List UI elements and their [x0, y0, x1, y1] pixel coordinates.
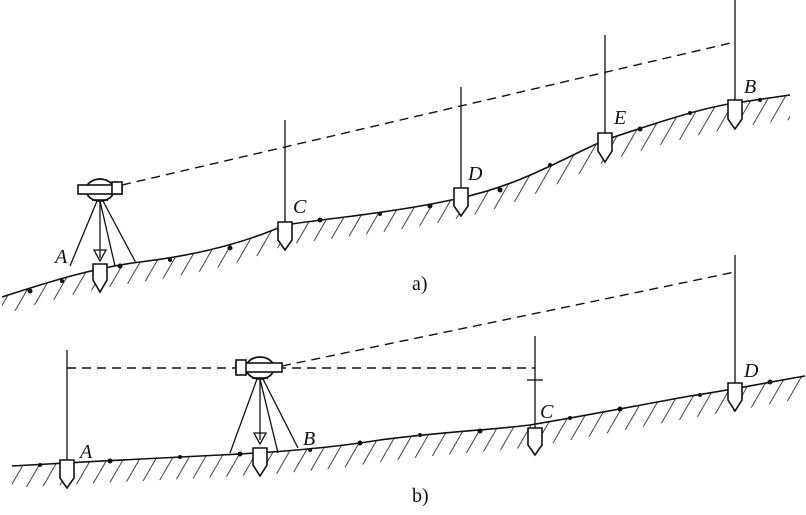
peg-a-b: [59, 459, 75, 490]
caption-a: a): [412, 273, 428, 295]
label-a-E: E: [613, 107, 626, 129]
label-b-B: B: [303, 428, 315, 450]
level-instrument-a: [69, 178, 137, 294]
label-a-A: A: [53, 246, 68, 268]
peg-e-a: [597, 132, 613, 164]
ground-hatch-a: [2, 95, 790, 315]
caption-b: b): [412, 485, 429, 507]
tripod-leg-mid-a: [99, 200, 116, 267]
label-b-A: A: [78, 441, 93, 463]
panel-a: A C D E B a): [1, 0, 791, 315]
label-b-C: C: [540, 401, 554, 423]
tripod-leg-mid-b: [259, 378, 279, 454]
tripod-leg-right-b: [262, 378, 299, 449]
tripod-leg-left-b: [229, 378, 258, 454]
ground-hatch-b: [12, 376, 805, 488]
sight-line-a: [121, 41, 736, 186]
ground-texture-a: [27, 98, 762, 294]
peg-c-a: [277, 221, 293, 252]
peg-b-b: [252, 447, 268, 478]
label-a-B: B: [744, 76, 756, 98]
tripod-leg-left-a: [69, 200, 98, 267]
peg-b-a: [727, 99, 743, 131]
label-a-C: C: [293, 196, 307, 218]
label-b-D: D: [743, 360, 759, 382]
panel-b: A B C D b): [11, 255, 806, 507]
peg-d-a: [453, 187, 469, 218]
peg-d-b: [727, 382, 743, 413]
ground-texture-b: [38, 379, 773, 467]
level-instrument-b: [229, 356, 299, 478]
tripod-leg-right-a: [102, 200, 137, 264]
peg-c-b: [527, 427, 543, 457]
sight-line-fore-b: [281, 271, 736, 367]
label-a-D: D: [467, 163, 483, 185]
peg-a-point-a: [92, 263, 108, 294]
